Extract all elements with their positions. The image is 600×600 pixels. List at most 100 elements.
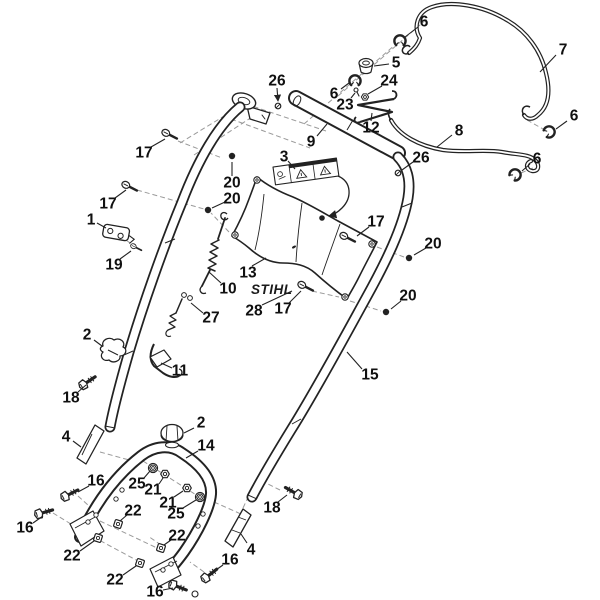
plug-20 [228, 152, 236, 160]
part-label-22-45[interactable]: 22 [63, 548, 80, 565]
part-label-2-32[interactable]: 2 [197, 415, 206, 432]
part-label-2-28[interactable]: 2 [83, 327, 92, 344]
handle-grip-9 [288, 90, 406, 161]
lower-handle-14 [69, 441, 217, 588]
cable-8 [387, 108, 541, 174]
sticker-pointer-arrow [319, 175, 350, 221]
leader-line-3 [287, 160, 296, 170]
part-label-24-4[interactable]: 24 [380, 73, 398, 90]
part-label-20-16[interactable]: 20 [223, 191, 240, 208]
leader-line-8 [436, 134, 453, 148]
part-label-10-23[interactable]: 10 [219, 281, 236, 298]
part-label-14-34[interactable]: 14 [197, 438, 215, 455]
part-label-1-18[interactable]: 1 [87, 212, 96, 229]
part-label-7-1[interactable]: 7 [559, 42, 568, 59]
part-label-22-47[interactable]: 22 [106, 572, 123, 589]
part-label-6-0[interactable]: 6 [420, 14, 429, 31]
part-label-17-19[interactable]: 17 [367, 214, 384, 231]
part-label-20-24[interactable]: 20 [399, 288, 416, 305]
part-label-20-20[interactable]: 20 [424, 236, 441, 253]
leader-line-20 [390, 300, 402, 310]
leader-line-27 [190, 302, 204, 314]
leader-line-9 [316, 123, 328, 137]
part-label-15-30[interactable]: 15 [361, 367, 379, 384]
handle-cap-2 [160, 423, 184, 449]
part-label-3-12[interactable]: 3 [280, 149, 289, 166]
handlebar-left-tube [104, 101, 246, 433]
square-nut-22 [112, 518, 124, 530]
cable-clamp-1 [102, 223, 136, 244]
part-label-21-37[interactable]: 21 [144, 482, 162, 499]
part-label-27-27[interactable]: 27 [202, 310, 219, 327]
part-label-26-3[interactable]: 26 [268, 73, 286, 90]
leader-lines [32, 26, 568, 591]
cable-clip-6 [347, 73, 363, 88]
leader-line-16 [212, 564, 224, 573]
leader-line-22 [119, 514, 128, 522]
part-label-18-31[interactable]: 18 [62, 390, 80, 407]
part-label-20-15[interactable]: 20 [223, 175, 240, 192]
part-label-23-6[interactable]: 23 [336, 97, 354, 114]
parts-layer [31, 2, 558, 598]
part-label-21-38[interactable]: 21 [159, 495, 177, 512]
part-label-6-7[interactable]: 6 [570, 108, 579, 125]
part-label-4-33[interactable]: 4 [62, 429, 71, 446]
part-label-25-41[interactable]: 25 [167, 506, 185, 523]
handle-housing-panel-13 [231, 176, 378, 301]
part-label-18-39[interactable]: 18 [263, 500, 281, 517]
square-nut-22 [134, 557, 146, 569]
part-label-13-22[interactable]: 13 [239, 265, 257, 282]
plug-20 [204, 206, 212, 214]
washer [191, 590, 199, 598]
flange-nut-25 [194, 491, 206, 503]
part-label-16-42[interactable]: 16 [16, 520, 34, 537]
leader-line-17 [288, 290, 302, 304]
part-label-22-43[interactable]: 22 [168, 528, 185, 545]
bolt-16 [31, 503, 56, 522]
part-label-16-46[interactable]: 16 [221, 552, 239, 569]
spring-cable-27 [165, 292, 193, 338]
part-label-11-29[interactable]: 11 [172, 363, 189, 380]
handlebar-right-tube-15 [246, 151, 415, 503]
part-label-28-26[interactable]: 28 [245, 303, 263, 320]
part-label-19-21[interactable]: 19 [105, 257, 123, 274]
leader-line-17 [356, 226, 370, 237]
part-label-22-40[interactable]: 22 [124, 503, 141, 520]
part-label-8-9[interactable]: 8 [455, 123, 464, 140]
part-label-26-13[interactable]: 26 [412, 150, 430, 167]
screw-17 [295, 278, 316, 295]
part-label-16-35[interactable]: 16 [87, 473, 105, 490]
leader-line-19 [119, 250, 132, 260]
leader-line-22 [163, 539, 172, 546]
part-label-6-14[interactable]: 6 [533, 151, 542, 168]
screw-26 [394, 169, 402, 177]
part-label-4-44[interactable]: 4 [247, 542, 256, 559]
cover-strip-4-left [76, 424, 105, 465]
leader-line-22 [79, 540, 95, 552]
leader-line-22 [122, 565, 137, 576]
cable-7 [401, 2, 551, 121]
lever-11 [149, 343, 183, 378]
hex-nut-21 [160, 469, 170, 479]
leader-line-13 [251, 257, 267, 267]
part-label-5-2[interactable]: 5 [392, 55, 401, 72]
leader-line-18 [277, 494, 288, 503]
leader-line-16 [162, 587, 174, 591]
pin-23 [353, 87, 360, 97]
leader-line-1 [96, 222, 107, 229]
nut-24 [360, 93, 370, 101]
part-label-6-5[interactable]: 6 [330, 86, 339, 103]
part-label-12-8[interactable]: 12 [362, 120, 379, 137]
part-label-9-10[interactable]: 9 [307, 134, 316, 151]
leader-line-16 [32, 515, 44, 524]
bolt-18 [281, 481, 306, 503]
part-label-17-11[interactable]: 17 [135, 145, 152, 162]
leader-line-26 [273, 87, 282, 102]
part-label-16-48[interactable]: 16 [146, 584, 164, 600]
part-label-17-17[interactable]: 17 [99, 196, 116, 213]
part-label-25-36[interactable]: 25 [128, 476, 146, 493]
leader-line-18 [77, 384, 87, 393]
part-label-17-25[interactable]: 17 [274, 301, 291, 318]
